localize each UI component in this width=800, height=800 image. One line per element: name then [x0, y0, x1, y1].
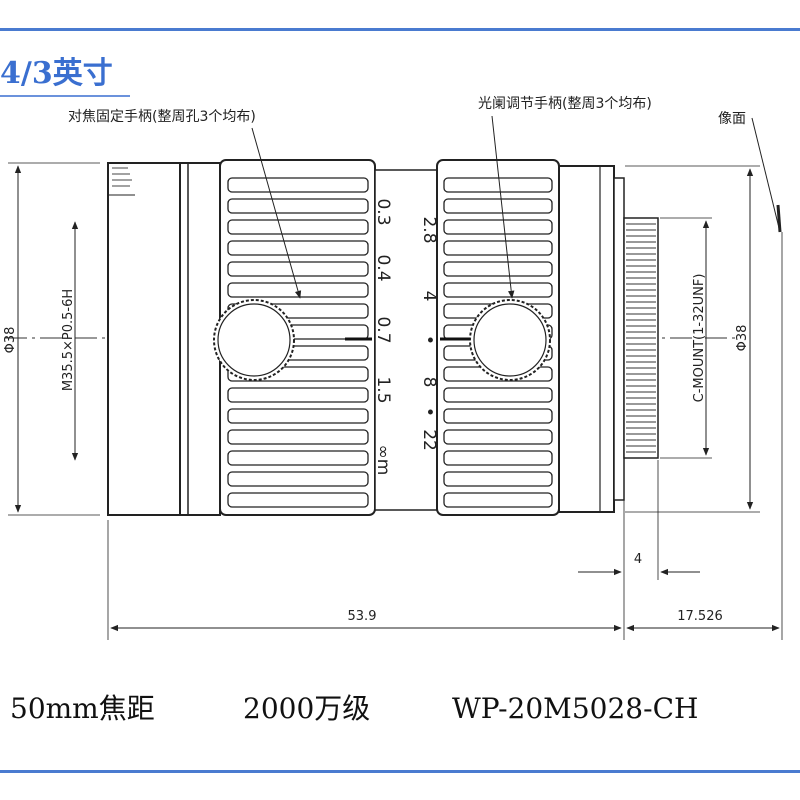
aperture-scale-mark: • [419, 335, 439, 345]
scale-band [374, 169, 438, 511]
focus-scale-mark: 0.7 [373, 316, 393, 343]
back-focal-label: 17.526 [677, 609, 723, 624]
sensor-format-title: 4/3英寸 [0, 56, 113, 91]
focus-scale-mark: ∞m [373, 445, 393, 476]
focus-handle-callout: 对焦固定手柄(整周孔3个均布) [68, 109, 256, 125]
body-length-label: 53.9 [348, 609, 377, 624]
c-mount-thread [623, 217, 659, 459]
left-diameter-dimension [8, 162, 100, 516]
aperture-scale-mark: 8 [419, 377, 439, 388]
top-divider [0, 28, 800, 31]
thread-spec-label: M35.5×P0.5-6H [61, 289, 76, 391]
aperture-ring-rib [443, 261, 553, 277]
aperture-ring-rib [443, 240, 553, 256]
aperture-scale-mark: 22 [419, 429, 439, 451]
aperture-ring-rib [443, 198, 553, 214]
aperture-scale-mark: 2.8 [419, 216, 439, 243]
aperture-ring-rib [443, 450, 553, 466]
aperture-scale-mark: 4 [419, 291, 439, 302]
rear-body [558, 165, 625, 513]
left-diameter-label: Φ38 [3, 327, 18, 354]
focus-lock-screw [213, 299, 295, 381]
focus-handle-leader [251, 127, 302, 299]
flange-step-label: 4 [634, 552, 642, 567]
mount-dimension [625, 165, 760, 513]
focus-scale-mark: 1.5 [373, 376, 393, 403]
focus-ring-rib [227, 492, 369, 508]
focus-ring-rib [227, 177, 369, 193]
aperture-scale-mark: • [419, 407, 439, 417]
aperture-ring-rib [443, 282, 553, 298]
image-plane [751, 117, 783, 640]
model-caption: WP-20M5028-CH [452, 692, 699, 725]
focus-scale-mark: 0.4 [373, 254, 393, 281]
image-plane-callout: 像面 [718, 111, 746, 127]
focus-ring-rib [227, 450, 369, 466]
focus-ring-rib [227, 408, 369, 424]
focus-ring-rib [227, 471, 369, 487]
focus-ring-rib [227, 261, 369, 277]
focus-ring-rib [227, 387, 369, 403]
aperture-ring-rib [443, 219, 553, 235]
aperture-lock-screw [469, 299, 551, 381]
aperture-ring-rib [443, 492, 553, 508]
aperture-ring-rib [443, 408, 553, 424]
focal-length-caption: 50mm焦距 [10, 692, 155, 725]
format-title-underline [0, 95, 130, 97]
focus-ring-rib [227, 198, 369, 214]
aperture-ring-rib [443, 177, 553, 193]
resolution-caption: 2000万级 [243, 692, 371, 725]
focus-ring-rib [227, 240, 369, 256]
aperture-ring-rib [443, 471, 553, 487]
aperture-ring-rib [443, 429, 553, 445]
aperture-handle-callout: 光阑调节手柄(整周3个均布) [478, 96, 652, 112]
mount-thread-label: C-MOUNT(1-32UNF) [692, 274, 707, 403]
aperture-handle-leader [491, 115, 515, 299]
right-diameter-label: Φ38 [735, 325, 750, 352]
aperture-ring-rib [443, 387, 553, 403]
bottom-divider [0, 770, 800, 773]
front-barrel [107, 162, 221, 516]
focus-ring-rib [227, 429, 369, 445]
focus-ring-rib [227, 219, 369, 235]
focus-scale-mark: 0.3 [373, 198, 393, 225]
